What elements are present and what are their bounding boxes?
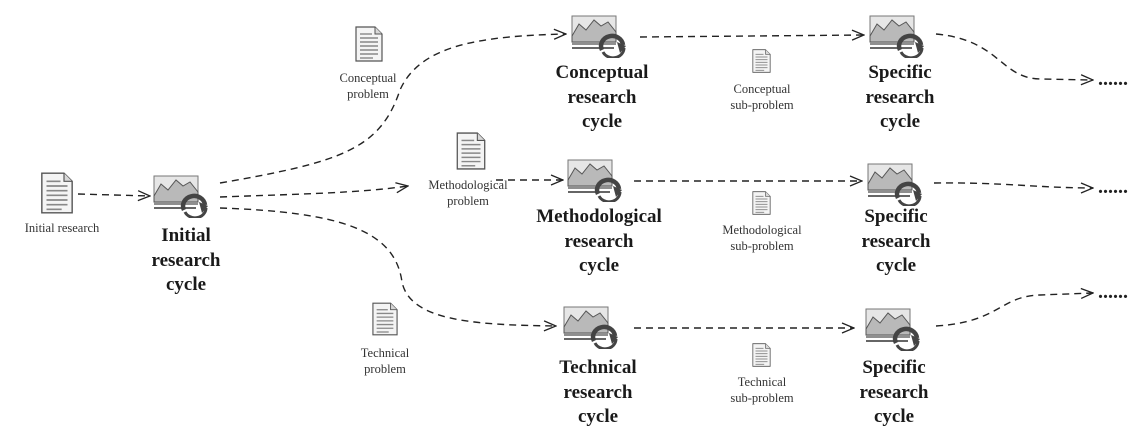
- document-icon: [456, 132, 486, 170]
- document-icon: [752, 49, 771, 73]
- arrow-initial-to-technical: [219, 207, 556, 326]
- arrow-conceptual-to-specific: [639, 35, 864, 37]
- research-cycle-icon: [866, 160, 932, 206]
- research-cycle-icon: [152, 172, 218, 218]
- research-cycle-icon: [566, 156, 632, 202]
- continuation-dots: ......: [1098, 68, 1128, 90]
- arrow-specific-2-continuation: [933, 182, 1093, 188]
- document-icon: [355, 26, 383, 62]
- arrow-initial-to-conceptual: [219, 34, 566, 184]
- document-icon: [752, 191, 771, 215]
- research-cycle-icon: [868, 12, 934, 58]
- continuation-dots: ......: [1098, 281, 1128, 303]
- document-icon: [372, 302, 398, 336]
- arrow-initial-doc-to-initial-cycle: [77, 194, 150, 196]
- initial-research-label: Initial research: [24, 221, 100, 235]
- research-cycle-icon: [864, 305, 930, 351]
- research-cycle-icon: [570, 12, 636, 58]
- arrow-initial-to-methodological: [219, 186, 408, 198]
- arrow-specific-1-continuation: [935, 33, 1093, 80]
- document-icon: [752, 343, 771, 367]
- document-icon: [40, 172, 74, 214]
- arrow-specific-3-continuation: [935, 293, 1093, 327]
- research-cycle-icon: [562, 303, 628, 349]
- continuation-dots: ......: [1098, 176, 1128, 198]
